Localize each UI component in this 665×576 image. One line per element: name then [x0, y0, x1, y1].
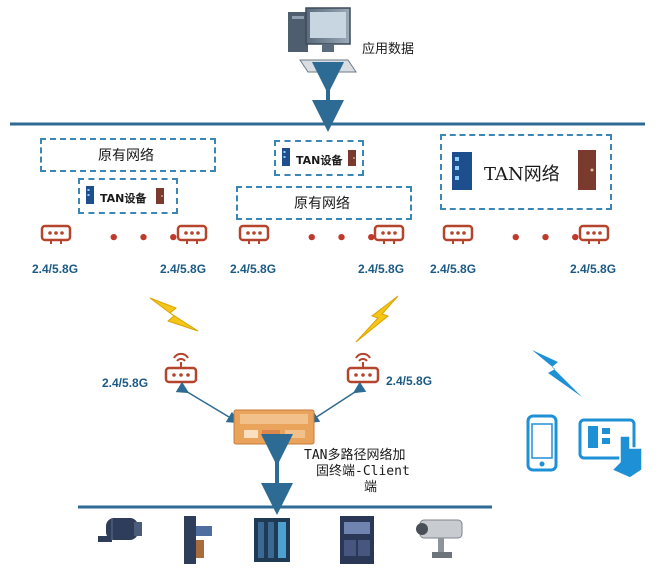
cabinet-icon	[578, 150, 596, 190]
tan-device-icon	[452, 152, 472, 190]
phone-icon	[526, 414, 558, 472]
industrial-cabinet-icon	[340, 516, 374, 564]
router-icon	[40, 224, 72, 246]
client-device-icon	[233, 409, 315, 445]
ellipsis: • • •	[108, 228, 186, 249]
tan-network-box	[440, 134, 612, 210]
tan-device-box	[78, 178, 178, 214]
existing-network-label: 原有网络	[98, 148, 154, 164]
router-icon	[442, 224, 474, 246]
ellipsis: • • •	[306, 228, 384, 249]
tan-device-icon	[86, 186, 94, 204]
tan-network-label: TAN网络	[484, 164, 560, 185]
tablet-touch-icon	[578, 418, 643, 479]
lightning-icon	[532, 350, 582, 397]
frequency-label: 2.4/5.8G	[386, 374, 433, 388]
client-label-line1: TAN多路径网络加	[304, 448, 406, 463]
lightning-icon	[149, 297, 199, 332]
frequency-label: 2.4/5.8G	[430, 262, 477, 276]
frequency-label: 2.4/5.8G	[102, 376, 149, 390]
frequency-label: 2.4/5.8G	[230, 262, 277, 276]
router-icon	[164, 352, 198, 384]
router-icon	[238, 224, 270, 246]
tan-device-label: TAN设备	[100, 192, 147, 205]
frequency-label: 2.4/5.8G	[358, 262, 405, 276]
cabinet-icon	[348, 150, 356, 166]
motor-icon	[98, 518, 142, 542]
frequency-label: 2.4/5.8G	[32, 262, 79, 276]
tan-device-label: TAN设备	[296, 154, 343, 167]
desktop-computer-icon	[288, 7, 357, 73]
camera-icon	[416, 519, 463, 558]
existing-network-box	[40, 138, 216, 172]
app-data-label: 应用数据	[362, 42, 415, 57]
ellipsis: • • •	[510, 228, 588, 249]
server-rack-icon	[254, 518, 290, 562]
tan-device-icon	[282, 148, 290, 166]
controller-icon	[184, 516, 212, 564]
client-label-line3: 端	[364, 480, 378, 495]
lightning-icon	[355, 295, 399, 343]
router-icon	[346, 352, 380, 384]
client-label-line2: 固终端-Client	[316, 464, 410, 479]
cabinet-icon	[156, 188, 164, 204]
existing-network-label: 原有网络	[294, 196, 350, 212]
frequency-label: 2.4/5.8G	[160, 262, 207, 276]
frequency-label: 2.4/5.8G	[570, 262, 617, 276]
tan-device-box	[274, 140, 364, 176]
existing-network-box	[236, 186, 412, 220]
